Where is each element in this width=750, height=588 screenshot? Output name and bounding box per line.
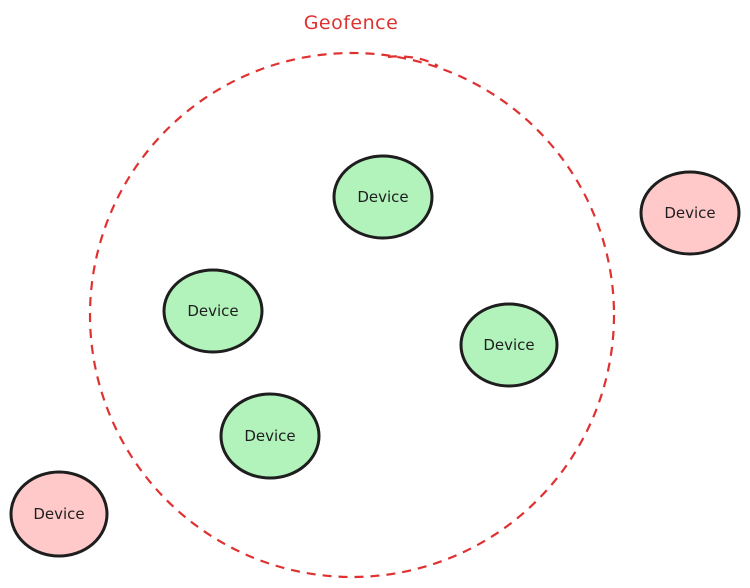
geofence-boundary xyxy=(88,51,616,579)
device-label: Device xyxy=(357,188,408,206)
device-circle xyxy=(332,154,434,240)
device-label: Device xyxy=(187,302,238,320)
device-label: Device xyxy=(664,204,715,222)
device-node-6[interactable]: Device xyxy=(9,470,109,558)
device-label: Device xyxy=(33,505,84,523)
device-label: Device xyxy=(483,336,534,354)
geofence-boundary-overlap xyxy=(387,55,439,67)
device-node-2[interactable]: Device xyxy=(162,268,264,354)
device-circle xyxy=(459,302,559,388)
device-circle xyxy=(9,470,109,558)
device-node-4[interactable]: Device xyxy=(219,392,321,480)
device-node-3[interactable]: Device xyxy=(459,302,559,388)
device-circle xyxy=(219,392,321,480)
device-circle xyxy=(162,268,264,354)
device-label: Device xyxy=(244,427,295,445)
device-circle xyxy=(639,170,741,256)
device-node-5[interactable]: Device xyxy=(639,170,741,256)
geofence-title: Geofence xyxy=(304,12,399,34)
device-node-1[interactable]: Device xyxy=(332,154,434,240)
